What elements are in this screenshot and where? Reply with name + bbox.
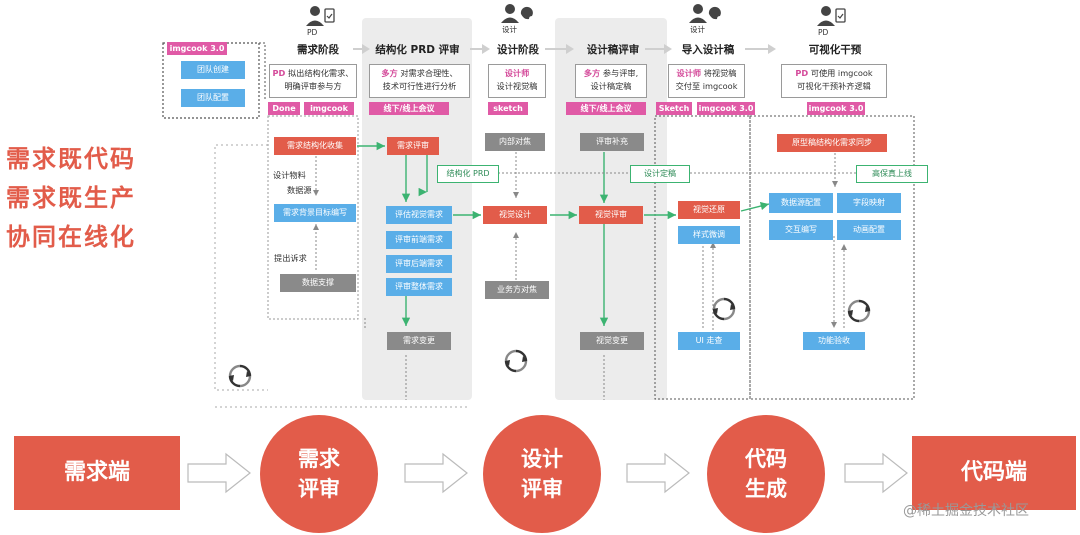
node-internal-align: 内部对焦 xyxy=(485,133,545,151)
node-struct-prd: 结构化 PRD xyxy=(437,165,499,183)
node-collect: 需求结构化收集 xyxy=(274,137,356,155)
role-visual: PD 可使用 imgcook 可视化干预补齐逻辑 xyxy=(781,64,887,98)
node-style-tune: 样式微调 xyxy=(678,226,740,244)
tag-imgcook3-b: imgcook 3.0 xyxy=(807,102,865,115)
node-data-support: 数据支撑 xyxy=(280,274,356,292)
node-bg-goal: 需求背景目标编写 xyxy=(274,204,356,222)
tag-sketch: sketch xyxy=(488,102,528,115)
node-demand-change: 需求变更 xyxy=(387,332,451,350)
pipeline-step-design-review-label: 设计 评审 xyxy=(521,447,563,501)
cycle-icon-4 xyxy=(846,298,872,324)
role-design: 设计师 设计视觉稿 xyxy=(488,64,546,98)
node-visual-restore: 视觉还原 xyxy=(678,201,740,219)
pipeline-step-design-review: 设计 评审 xyxy=(483,415,601,533)
node-eval-be: 评审后端需求 xyxy=(386,255,452,273)
tag-sketch-2: Sketch xyxy=(656,102,692,115)
role-prd: 多方 对需求合理性、 技术可行性进行分析 xyxy=(369,64,470,98)
tag-offline-online-2: 线下/线上会议 xyxy=(566,102,646,115)
stage-design: 设计阶段 xyxy=(497,44,539,56)
node-func-accept: 功能验收 xyxy=(803,332,865,350)
designer-persona-label-2: 设计 xyxy=(690,25,705,34)
team-create-button[interactable]: 团队创建 xyxy=(181,61,245,79)
stage-import-design: 导入设计稿 xyxy=(681,44,735,56)
watermark: @稀土掘金技术社区 xyxy=(903,503,1029,519)
node-review-supplement: 评审补充 xyxy=(580,133,644,151)
stage-design-review: 设计稿评审 xyxy=(586,44,640,56)
stage-structured-prd: 结构化 PRD 评审 xyxy=(375,44,460,56)
slogan-line-2: 需求既生产 xyxy=(6,184,136,212)
pipeline-step-code-gen-label: 代码 生成 xyxy=(745,447,787,501)
stage-demand: 需求阶段 xyxy=(297,44,339,56)
tag-imgcook3-a: imgcook 3.0 xyxy=(697,102,755,115)
stage-visual: 可视化干预 xyxy=(808,44,862,56)
imgcook-panel-title: imgcook 3.0 xyxy=(167,42,227,55)
node-anim-config: 动画配置 xyxy=(837,220,901,240)
node-field-map: 字段映射 xyxy=(837,193,901,213)
node-high-fidelity: 高保真上线 xyxy=(856,165,928,183)
node-visual-change: 视觉变更 xyxy=(580,332,644,350)
pipeline-step-demand-review: 需求 评审 xyxy=(260,415,378,533)
node-demand-review: 需求评审 xyxy=(387,137,439,155)
node-eval-fe: 评审前端需求 xyxy=(386,231,452,249)
node-interaction: 交互编写 xyxy=(769,220,833,240)
pd-persona-label-2: PD xyxy=(818,28,829,37)
label-data-source: 数据源 xyxy=(287,185,312,195)
pd-person-icon-2 xyxy=(816,4,848,28)
role-import: 设计师 将视觉稿 交付至 imgcook xyxy=(668,64,745,98)
node-ds-config: 数据源配置 xyxy=(769,193,833,213)
pipeline-start: 需求端 xyxy=(14,436,180,510)
team-config-button[interactable]: 团队配置 xyxy=(181,89,245,107)
cycle-icon-2 xyxy=(503,348,529,374)
tag-done: Done xyxy=(268,102,300,115)
node-eval-visual: 评估视觉需求 xyxy=(386,206,452,224)
node-visual-design: 视觉设计 xyxy=(483,206,547,224)
cycle-icon-3 xyxy=(711,296,737,322)
pipeline-end: 代码端 xyxy=(912,436,1076,510)
slogan-line-1: 需求既代码 xyxy=(6,145,136,173)
node-ui-walk: UI 走查 xyxy=(678,332,740,350)
pd-persona-label: PD xyxy=(307,28,318,37)
designer-person-icon-2 xyxy=(688,2,722,24)
slogan-line-3: 协同在线化 xyxy=(6,223,136,251)
designer-person-icon xyxy=(500,2,534,24)
node-design-final: 设计定稿 xyxy=(630,165,690,183)
label-appeal: 提出诉求 xyxy=(274,253,307,263)
node-visual-review: 视觉评审 xyxy=(579,206,643,224)
label-design-material: 设计物料 xyxy=(273,170,306,180)
tag-imgcook: imgcook xyxy=(304,102,354,115)
pipeline-step-code-gen: 代码 生成 xyxy=(707,415,825,533)
role-demand: PD 拟出结构化需求、 明确评审参与方 xyxy=(269,64,357,98)
pd-person-icon xyxy=(305,4,337,28)
cycle-icon xyxy=(227,363,253,389)
node-biz-align: 业务方对焦 xyxy=(485,281,549,299)
node-eval-all: 评审整体需求 xyxy=(386,278,452,296)
designer-persona-label: 设计 xyxy=(502,25,517,34)
pipeline-step-demand-review-label: 需求 评审 xyxy=(298,447,340,501)
tag-offline-online-1: 线下/线上会议 xyxy=(369,102,449,115)
role-design-review: 多方 参与评审, 设计稿定稿 xyxy=(575,64,647,98)
node-proto-sync: 原型稿结构化需求同步 xyxy=(777,134,887,152)
